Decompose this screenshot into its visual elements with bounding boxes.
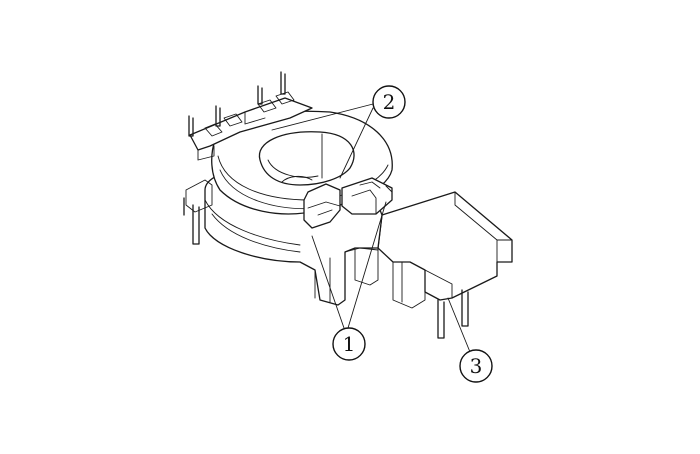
callout-1: 1 — [332, 327, 366, 361]
upper-pin-4 — [280, 71, 286, 95]
base-plate — [377, 191, 513, 309]
front-tab-right — [341, 177, 393, 215]
callout-1-label: 1 — [343, 332, 356, 356]
pin-left — [183, 197, 200, 245]
pin-front-right — [437, 299, 445, 339]
upper-pin-1 — [188, 115, 194, 137]
leader-line-callout-3 — [447, 297, 471, 353]
leader-lines-callout-1 — [311, 201, 387, 329]
callout-2-label: 2 — [383, 90, 396, 114]
leader-lines-callout-2 — [271, 103, 374, 179]
upper-pin-2 — [215, 105, 221, 127]
callout-3: 3 — [459, 349, 493, 383]
pin-rear-right — [461, 289, 469, 327]
center-bore — [258, 131, 355, 186]
callout-2: 2 — [372, 85, 406, 119]
callout-3-label: 3 — [470, 354, 483, 378]
upper-pin-3 — [257, 85, 263, 105]
upper-terminal-comb — [189, 91, 313, 161]
front-tab-left — [303, 183, 341, 229]
